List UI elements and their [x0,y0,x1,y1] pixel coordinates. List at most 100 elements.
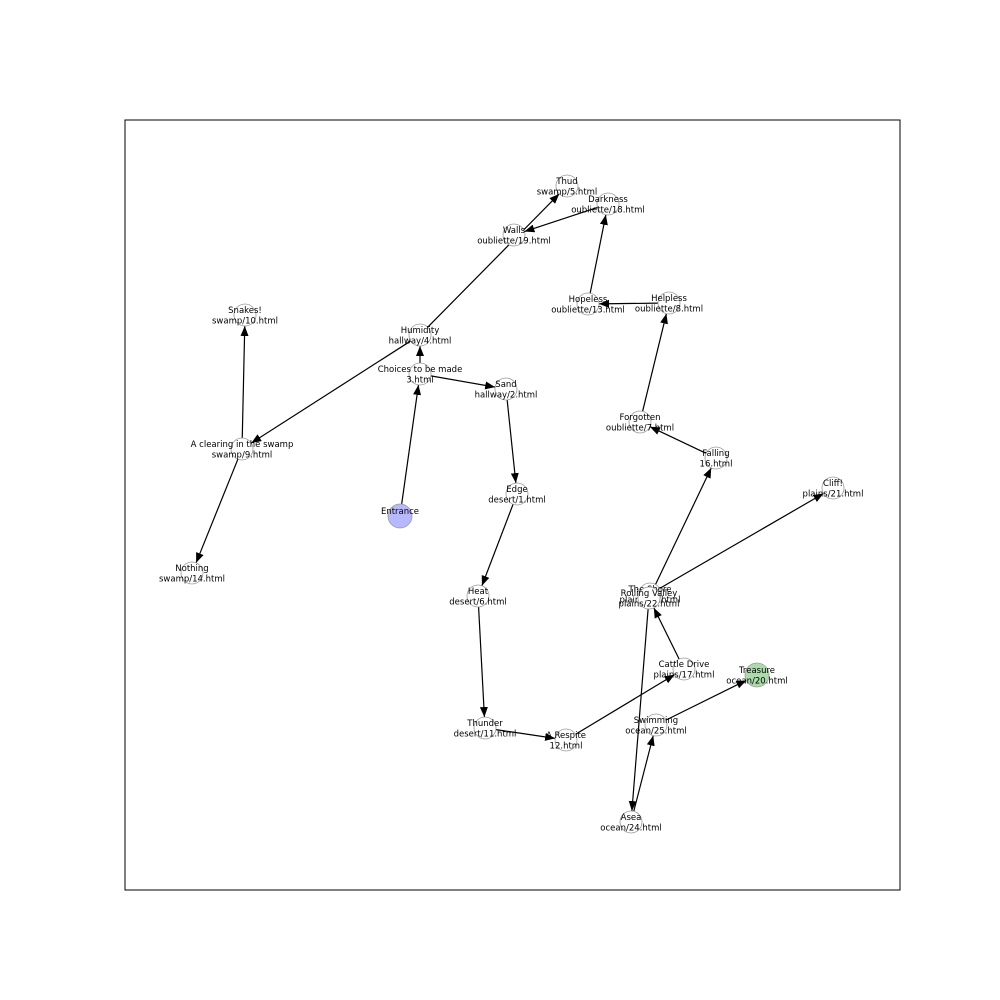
node-file: swamp/10.html [212,317,278,327]
node-file: plains/17.html [654,671,715,681]
node-circle [554,728,578,752]
edge-n11-to-n12 [495,729,556,741]
node-title: Sand [495,380,516,390]
node-file: desert/1.html [488,496,545,506]
node-n21: Cliff!plains/21.html [803,476,864,500]
node-file: plains/21.html [803,490,864,500]
node-title: Humidity [401,326,440,336]
node-entrance: Entrance [381,503,419,529]
edge-n8-to-n13 [598,299,659,308]
node-title: Rolling Valley [621,589,678,599]
node-file: 12.html [550,742,583,752]
node-title: Heat [468,587,489,597]
node-circle [494,377,518,401]
node-title: Nothing [175,564,208,574]
node-circle [230,437,254,461]
node-circle [576,292,600,316]
node-circle [744,662,770,688]
node-title: Snakes! [228,306,262,316]
node-circle [628,410,652,434]
node-circle [408,362,432,386]
node-circle [637,586,661,610]
node-title: Choices to be made [378,365,463,375]
node-title: Edge [506,485,527,495]
edge-entrance-to-n3 [401,384,422,505]
node-title: Entrance [381,507,419,517]
node-file: plains/22.html [619,600,680,610]
node-title: Falling [702,449,729,459]
node-circle [387,503,413,529]
node-circle [596,192,620,216]
edge-n3-to-n2 [430,375,496,390]
node-circle [672,657,696,681]
edge-n17-to-n22 [653,607,680,660]
node-title: Asea [621,813,642,823]
edge-n16-to-n7 [649,426,707,454]
edges-layer [195,193,824,812]
edge-n7-to-n8 [642,313,668,412]
edge-n13-to-n18 [589,214,608,294]
node-circle [408,323,432,347]
node-title: A clearing in the swamp [191,440,294,450]
node-title: Treasure [738,666,775,676]
edge-n9-to-n10 [240,325,249,439]
edge-n23-to-n21 [659,492,824,590]
node-title: Helpless [651,294,687,304]
node-circle [505,482,529,506]
node-title: Hopeless [569,295,608,305]
node-file: oubliette/13.html [551,306,625,316]
edge-n9-to-n14 [195,458,239,564]
node-circle [821,476,845,500]
node-file: desert/11.html [454,730,517,740]
node-title: Cattle Drive [659,660,710,670]
node-title: Cliff! [823,479,843,489]
node-file: ocean/20.html [726,677,787,687]
edge-n4-to-n9 [250,340,412,444]
node-file: oubliette/7.html [606,424,674,434]
node-file: swamp/9.html [212,451,273,461]
node-file: 16.html [700,460,733,470]
node-file: swamp/5.html [537,188,598,198]
node-file: oubliette/19.html [477,237,551,247]
plot-frame [124,119,901,891]
node-file: ocean/24.html [600,824,661,834]
edge-n2-to-n1 [506,399,519,484]
node-circle [473,716,497,740]
node-circle [644,713,668,737]
node-file: oubliette/18.html [571,206,645,216]
node-circle [619,810,643,834]
node-title: Walls [503,226,526,236]
edge-n18-to-n19 [524,206,598,233]
node-title: Swimming [634,716,678,726]
edge-n12-to-n17 [575,674,675,735]
edge-n6-to-n11 [477,606,488,718]
node-title: A Respite [546,731,586,741]
edge-n1-to-n6 [481,504,514,586]
node-file: desert/6.html [449,598,506,608]
edge-n24-to-n25 [633,735,655,812]
node-n10: Snakes!swamp/10.html [212,303,278,327]
node-title: Thud [555,177,577,187]
node-circle [233,303,257,327]
node-circle [555,174,579,198]
edge-n22-to-n16 [653,467,712,589]
node-circle [180,561,204,585]
